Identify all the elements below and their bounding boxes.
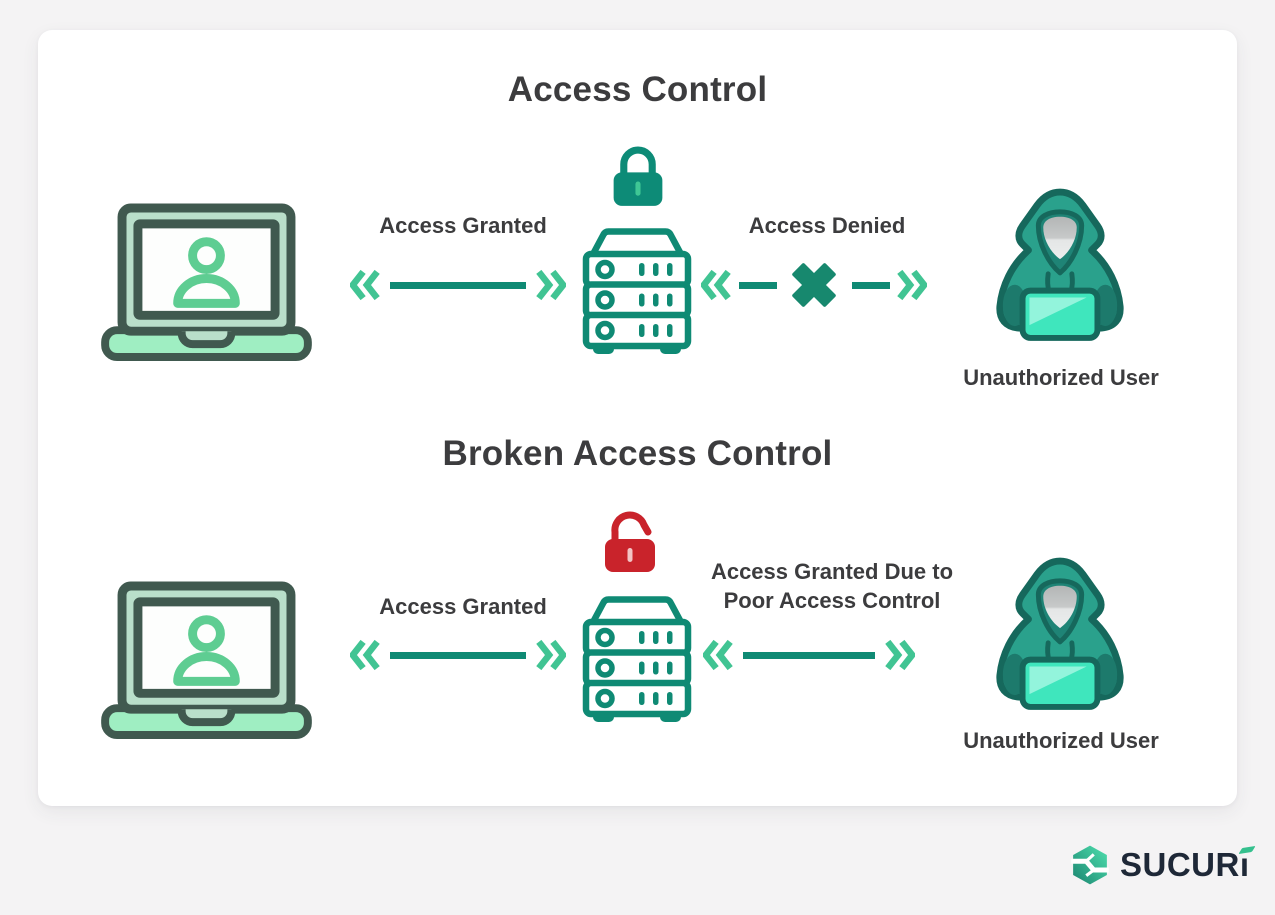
hacker-icon <box>993 555 1127 713</box>
label-line-1: Access Granted Due to <box>710 559 954 584</box>
denied-x-icon <box>792 263 836 307</box>
chevron-left-icon <box>703 639 733 671</box>
unauthorized-user-label: Unauthorized User <box>963 365 1159 390</box>
locked-padlock-icon <box>613 146 663 206</box>
chevron-left-icon <box>350 639 380 671</box>
user-laptop-icon <box>100 203 313 362</box>
connection-line <box>738 281 777 289</box>
label-line-2: Poor Access Control <box>723 588 941 613</box>
chevron-right-icon <box>536 269 566 301</box>
connection-line <box>390 651 526 659</box>
chevron-right-icon <box>897 269 927 301</box>
connection-line <box>390 281 526 289</box>
chevron-right-icon <box>536 639 566 671</box>
section-title-access-control: Access Control <box>507 70 768 109</box>
granted-connection-arrow <box>350 638 566 672</box>
granted-connection-arrow <box>350 268 566 302</box>
connection-line <box>851 281 890 289</box>
sucuri-logo-icon <box>1071 845 1109 885</box>
access-granted-label: Access Granted <box>379 213 547 238</box>
server-icon <box>574 591 700 724</box>
access-denied-label: Access Denied <box>748 213 906 238</box>
access-granted-label: Access Granted <box>379 594 547 619</box>
granted-connection-arrow <box>703 638 915 672</box>
connection-line <box>743 651 875 659</box>
unauthorized-user-label: Unauthorized User <box>963 728 1159 753</box>
unlocked-padlock-icon <box>605 511 655 572</box>
denied-connection-arrow <box>701 254 927 316</box>
chevron-left-icon <box>701 269 731 301</box>
chevron-left-icon <box>350 269 380 301</box>
chevron-right-icon <box>885 639 915 671</box>
section-title-broken-access-control: Broken Access Control <box>442 434 833 473</box>
user-laptop-icon <box>100 581 313 740</box>
access-granted-poor-control-label: Access Granted Due to Poor Access Contro… <box>703 557 961 615</box>
hacker-icon <box>993 186 1127 344</box>
server-icon <box>574 223 700 356</box>
